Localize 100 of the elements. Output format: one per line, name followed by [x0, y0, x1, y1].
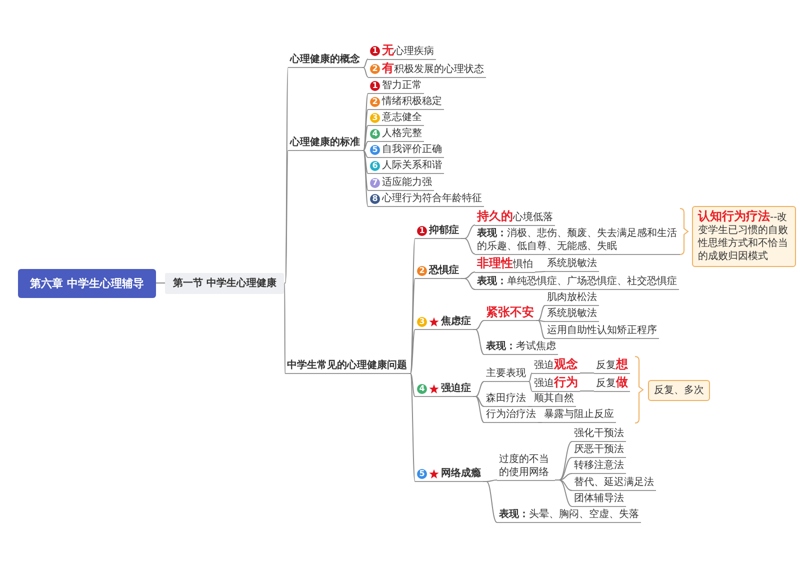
- chapter-box: [18, 268, 156, 298]
- topic-text: 智力正常: [382, 79, 422, 92]
- connector-line: [460, 238, 476, 254]
- topic-text: 意志健全: [382, 111, 422, 124]
- connector-line: [554, 480, 572, 507]
- topic-text: 无心理疾病: [382, 44, 434, 58]
- connector-line: [284, 150, 288, 284]
- connector-line: [528, 372, 532, 382]
- topic-node: [368, 126, 424, 142]
- topic-text: 行为治疗法: [486, 408, 536, 421]
- topic-text: 强迫观念: [534, 358, 578, 372]
- topic-text: 暴露与阻止反应: [544, 408, 614, 421]
- topic-text: 焦虑症: [441, 315, 471, 328]
- connector-line: [362, 141, 368, 151]
- topic-text: 心理行为符合年龄特征: [382, 192, 482, 205]
- topic-text: 表现：考试焦虑: [486, 340, 556, 353]
- number-badge: 1: [417, 226, 427, 236]
- topic-node: [368, 110, 424, 126]
- topic-node: [368, 78, 424, 94]
- connector-line: [534, 271, 546, 272]
- connector-line: [408, 373, 416, 397]
- connector-line: [536, 305, 546, 321]
- topic-node: [368, 158, 444, 174]
- connector-line: [528, 406, 532, 407]
- summary-box: [692, 206, 796, 266]
- number-badge: 8: [370, 194, 380, 204]
- topic-text: 表现：头晕、胸闷、空虚、失落: [499, 508, 639, 521]
- number-badge: 3: [370, 112, 380, 122]
- topic-text: 肌肉放松法: [547, 291, 597, 304]
- topic-text: 情绪积极稳定: [382, 95, 442, 108]
- topic-node: [368, 191, 484, 207]
- connector-line: [362, 125, 368, 151]
- number-badge: 6: [370, 160, 380, 170]
- connector-line: [408, 329, 416, 374]
- topic-text: 森田疗法: [486, 392, 526, 405]
- topic-text: 中学生常见的心理健康问题: [287, 359, 407, 372]
- topic-text: 转移注意法: [574, 459, 624, 472]
- topic-text: 运用自助性认知矫正程序: [547, 324, 657, 337]
- topic-node: [415, 263, 461, 279]
- topic-text: 替代、延迟满足法: [574, 476, 654, 489]
- topic-text: 紧张不安: [486, 306, 534, 319]
- number-badge: 5: [370, 144, 380, 154]
- topic-text: 厌恶干预法: [574, 443, 624, 456]
- number-badge: 3: [417, 316, 427, 326]
- topic-text: 网络成瘾: [441, 467, 481, 480]
- connector-line: [362, 150, 368, 174]
- connector-line: [580, 390, 594, 392]
- topic-text: 强迫症: [441, 382, 471, 395]
- number-badge: 1: [370, 80, 380, 90]
- topic-text: 有积极发展的心理状态: [382, 62, 484, 76]
- number-badge: 1: [370, 46, 380, 56]
- topic-text: 过度的不当的使用网络: [499, 452, 550, 478]
- topic-node: [368, 94, 444, 110]
- topic-node: [368, 175, 434, 191]
- number-badge: 4: [417, 384, 427, 394]
- connector-line: [155, 282, 166, 284]
- connector-line: [408, 278, 416, 374]
- topic-text: 持久的心境低落: [477, 210, 553, 224]
- topic-text: 抑郁症: [429, 224, 459, 237]
- topic-text: 表现：消极、悲伤、颓废、失去满足感和生活的乐趣、低自尊、无能感、失眠: [477, 226, 678, 252]
- topic-text: 表现：单纯恐惧症、广场恐惧症、社交恐惧症: [477, 275, 677, 288]
- connector-line: [538, 422, 542, 423]
- connector-line: [472, 329, 484, 355]
- topic-node: [415, 381, 473, 397]
- connector-line: [362, 150, 368, 207]
- connector-line: [472, 396, 484, 423]
- topic-text: 反复、多次: [654, 384, 704, 396]
- topic-node: [415, 466, 483, 482]
- connector-line: [362, 58, 368, 68]
- topic-text: 人际关系和谐: [382, 159, 442, 172]
- topic-text: 适应能力强: [382, 176, 432, 189]
- topic-text: 恐惧症: [429, 264, 459, 277]
- topic-text: 反复做: [596, 376, 628, 390]
- topic-text: 强化干预法: [574, 427, 624, 440]
- topic-node: [415, 314, 473, 330]
- connector-line: [408, 373, 416, 482]
- number-badge: 2: [370, 96, 380, 106]
- topic-text: 人格完整: [382, 127, 422, 140]
- topic-text: 心理健康的概念: [290, 53, 360, 66]
- number-badge: 4: [370, 128, 380, 138]
- connector-line: [528, 381, 532, 392]
- topic-text: 主要表现: [486, 367, 526, 380]
- connector-line: [362, 67, 368, 78]
- topic-text: 自我评价正确: [382, 143, 442, 156]
- connector-line: [482, 481, 498, 523]
- connector-line: [408, 238, 416, 374]
- number-badge: 2: [370, 64, 380, 74]
- topic-node: [415, 223, 461, 239]
- topic-text: 强迫行为: [534, 376, 578, 390]
- topic-node: [368, 142, 444, 158]
- topic-text: 顺其自然: [534, 392, 574, 405]
- topic-node: [368, 60, 486, 78]
- topic-text: 第六章 中学生心理辅导: [30, 276, 144, 290]
- topic-text: 反复想: [596, 358, 628, 372]
- connector-line: [362, 109, 368, 151]
- connector-line: [580, 372, 594, 374]
- connector-line: [362, 150, 368, 191]
- number-badge: 2: [417, 266, 427, 276]
- topic-text: 系统脱敏法: [547, 257, 597, 270]
- connector-line: [460, 278, 476, 290]
